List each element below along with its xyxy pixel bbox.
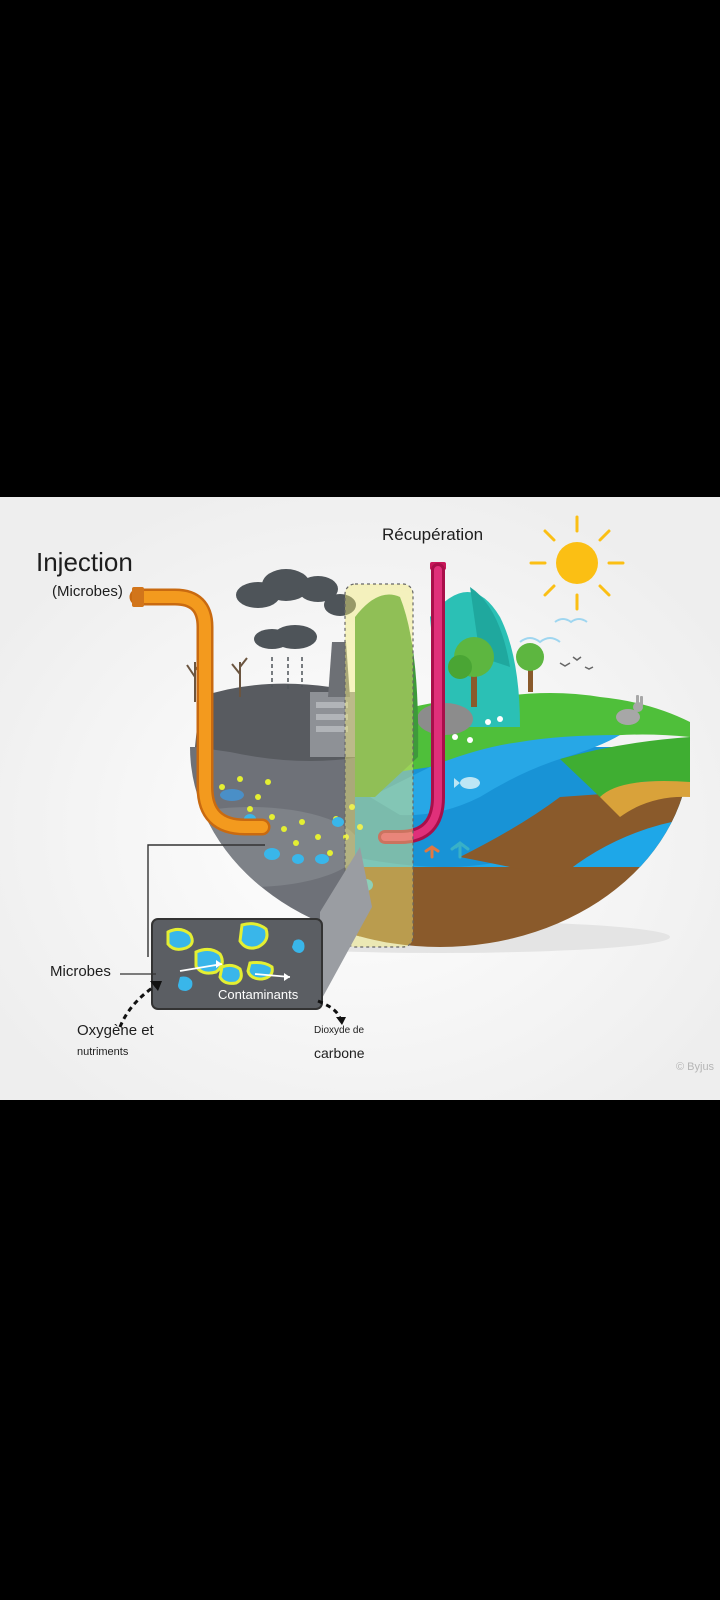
coral-icon xyxy=(424,841,470,859)
tree-icon xyxy=(516,643,544,692)
co2-label-line2: carbone xyxy=(314,1045,365,1061)
oxygen-label-line1: Oxygène et xyxy=(77,1022,154,1039)
central-cliff xyxy=(355,594,419,797)
recuperation-label: Récupération xyxy=(382,525,484,544)
rain-cloud-icon xyxy=(254,625,317,692)
credit-label: © Byjus xyxy=(676,1061,715,1073)
zoom-inset xyxy=(151,918,323,1010)
arrow-icon xyxy=(317,999,346,1025)
diagram-panel: Injection (Microbes) Récupération Microb… xyxy=(0,497,720,1100)
puddle xyxy=(220,789,244,801)
arrow-icon xyxy=(118,981,162,1028)
oxygen-label-line2: nutriments xyxy=(77,1046,129,1058)
flower-icon xyxy=(452,716,503,743)
contaminants-label: Contaminants xyxy=(218,987,299,1002)
treatment-zone xyxy=(344,583,414,948)
cloud-icon xyxy=(519,618,588,644)
recovery-pipe xyxy=(378,562,446,844)
zoom-beam xyxy=(320,847,372,1002)
co2-label-line1: Dioxyde de xyxy=(314,1025,365,1036)
injection-sublabel: (Microbes) xyxy=(52,583,123,600)
bird-icon xyxy=(559,656,594,670)
bioremediation-illustration xyxy=(0,497,720,1100)
rabbit-icon xyxy=(616,695,643,725)
fish-icon xyxy=(454,777,480,789)
tree-icon xyxy=(448,637,494,707)
microbes-label: Microbes xyxy=(50,963,111,980)
injection-pipe xyxy=(129,587,271,836)
sun-icon xyxy=(529,515,625,611)
smoke-cloud-icon xyxy=(236,569,356,616)
injection-label: Injection xyxy=(36,547,133,577)
callout-line xyxy=(147,844,265,957)
polluted-landscape xyxy=(186,569,360,801)
